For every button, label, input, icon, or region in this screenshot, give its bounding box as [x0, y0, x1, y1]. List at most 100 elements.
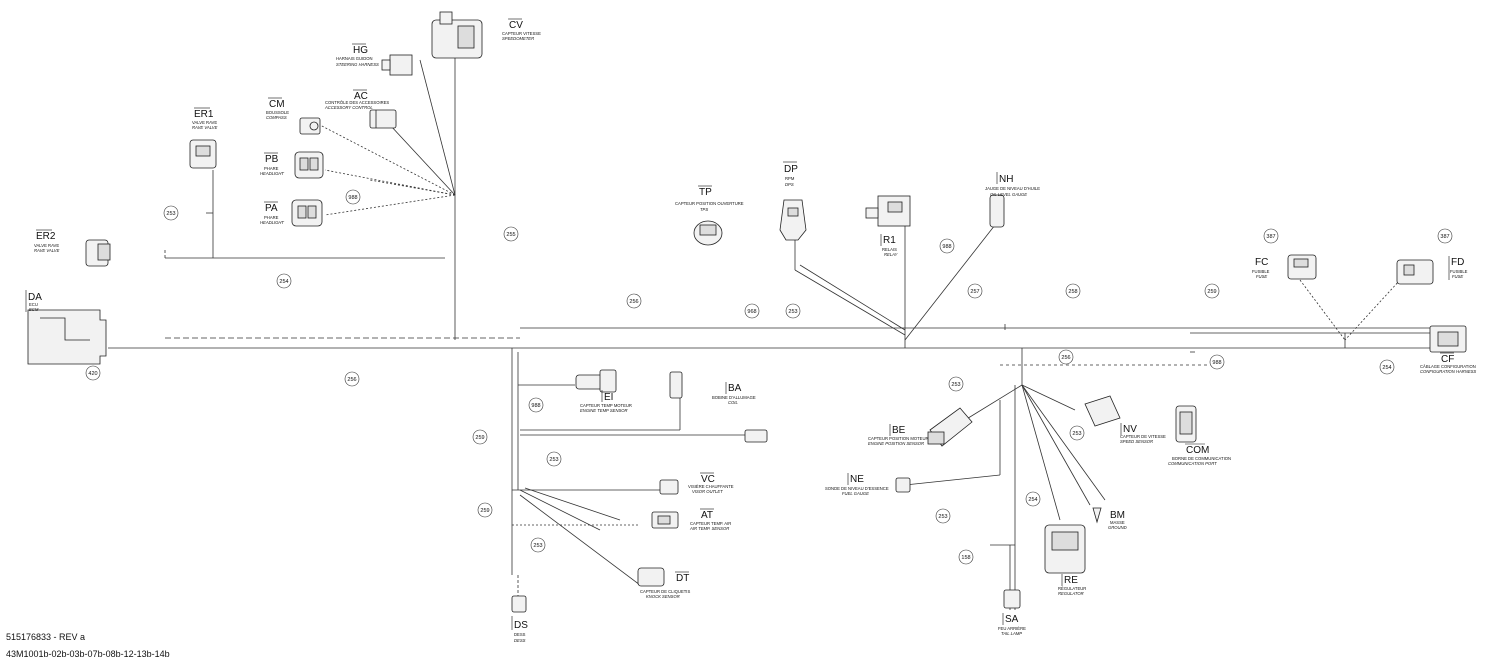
svg-text:387: 387	[1266, 234, 1275, 240]
label-er2: ER2 VALVE RAVE RAVE VALVE	[34, 229, 60, 253]
svg-text:CAPTEUR TEMP. AIR: CAPTEUR TEMP. AIR	[690, 521, 731, 526]
label-fd: FD FUSIBLE FUSE	[1448, 256, 1468, 280]
coil-ba-icon	[669, 371, 683, 399]
svg-text:ENGINE POSITION SENSOR: ENGINE POSITION SENSOR	[868, 441, 924, 446]
svg-text:BORNE DE COMMUNICATION: BORNE DE COMMUNICATION	[1172, 456, 1231, 461]
doc-number: 515176833 - REV a	[6, 632, 85, 642]
label-ba: BA BOBINE D'ALLUMAGE COIL	[712, 382, 756, 405]
svg-text:STEERING HARNESS: STEERING HARNESS	[336, 62, 379, 67]
fuse-fc-icon	[1287, 254, 1317, 280]
bubble-259: 259	[1204, 283, 1220, 299]
svg-text:253: 253	[533, 543, 542, 549]
harness-wires	[108, 55, 1430, 610]
svg-text:HARNAIS GUIDON: HARNAIS GUIDON	[336, 56, 373, 61]
label-hg: HG HARNAIS GUIDON STEERING HARNESS	[336, 43, 379, 67]
svg-text:R1: R1	[883, 235, 896, 246]
label-be: BE CAPTEUR POSITION MOTEUR ENGINE POSITI…	[868, 424, 929, 446]
oil-level-nh-icon	[989, 194, 1005, 228]
label-ei: EI CAPTEUR TEMP MOTEUR ENGINE TEMP SENSO…	[580, 390, 632, 413]
bubble-255: 255	[503, 226, 519, 242]
svg-text:TAIL LAMP: TAIL LAMP	[1001, 631, 1022, 636]
svg-text:254: 254	[1382, 365, 1391, 371]
svg-text:COMMUNICATION PORT: COMMUNICATION PORT	[1168, 461, 1217, 466]
headlight-pb-icon	[294, 151, 324, 179]
bubble-253b: 253	[785, 303, 801, 319]
svg-text:COM: COM	[1186, 445, 1209, 456]
engine-position-be-icon	[927, 407, 973, 447]
svg-text:CM: CM	[269, 99, 285, 110]
dess-ds-icon	[511, 595, 527, 613]
air-temp-at-icon	[651, 511, 679, 529]
bubble-254: 254	[276, 273, 292, 289]
svg-text:ECM: ECM	[29, 307, 39, 312]
bubble-253e: 253	[948, 376, 964, 392]
svg-text:RELAY: RELAY	[884, 252, 899, 257]
svg-text:158: 158	[961, 555, 970, 561]
rave-valve-er2-icon	[85, 239, 111, 267]
regulator-re-icon	[1044, 524, 1086, 574]
bubble-257: 257	[967, 283, 983, 299]
accessory-control-ac-icon	[369, 109, 397, 129]
bubble-968c: 988	[1209, 354, 1225, 370]
svg-text:968: 968	[747, 309, 756, 315]
bubble-254c: 254	[1025, 491, 1041, 507]
speed-sensor-nv-icon	[1084, 395, 1121, 427]
svg-text:988: 988	[942, 244, 951, 250]
label-da: DA ECU ECM	[25, 290, 42, 312]
svg-text:256: 256	[347, 377, 356, 383]
svg-text:988: 988	[1212, 360, 1221, 366]
svg-text:DP: DP	[784, 164, 798, 175]
label-vc: VC VISIÈRE CHAUFFANTE VISOR OUTLET	[688, 472, 734, 494]
svg-text:CAPTEUR TEMP MOTEUR: CAPTEUR TEMP MOTEUR	[580, 403, 632, 408]
label-pa: PA PHARE HEADLIGHT	[260, 201, 284, 225]
connector-labels: CV CAPTEUR VITESSE SPEEDOMETER HG HARNAI…	[25, 18, 1476, 643]
label-cv: CV CAPTEUR VITESSE SPEEDOMETER	[502, 18, 541, 41]
label-ac: AC CONTRÔLE DES ACCESSOIRES ACCESSORY CO…	[324, 89, 389, 110]
svg-text:AIR TEMP. SENSOR: AIR TEMP. SENSOR	[689, 526, 729, 531]
svg-text:EI: EI	[604, 392, 613, 403]
bubble-256b: 256	[344, 371, 360, 387]
svg-text:CONFIGURATION HARNESS: CONFIGURATION HARNESS	[1420, 369, 1476, 374]
footer: 515176833 - REV a 43M1001b-02b-03b-07b-0…	[6, 632, 170, 659]
bubble-387: 387	[1263, 228, 1279, 244]
visor-outlet-vc-icon	[659, 479, 679, 495]
svg-text:BM: BM	[1110, 510, 1125, 521]
svg-text:AC: AC	[354, 91, 368, 102]
label-pb: PB PHARE HEADLIGHT	[260, 152, 284, 176]
bubble-387b: 387	[1437, 228, 1453, 244]
svg-text:PHARE: PHARE	[264, 215, 279, 220]
svg-text:253: 253	[1072, 431, 1081, 437]
svg-text:253: 253	[788, 309, 797, 315]
svg-text:DESS: DESS	[514, 632, 526, 637]
svg-text:FD: FD	[1451, 257, 1464, 268]
relay-r1-icon	[865, 195, 911, 227]
svg-text:VALVE RAVE: VALVE RAVE	[34, 243, 59, 248]
label-cm: CM BOUSSOLE COMPASS	[266, 97, 289, 120]
svg-text:253: 253	[951, 382, 960, 388]
svg-text:DESS: DESS	[514, 638, 526, 643]
configuration-harness-cf-icon	[1429, 325, 1467, 353]
svg-text:HEADLIGHT: HEADLIGHT	[260, 171, 284, 176]
svg-text:PB: PB	[265, 154, 279, 165]
svg-text:RELAIS: RELAIS	[882, 247, 897, 252]
svg-text:FUEL GAUGE: FUEL GAUGE	[842, 491, 869, 496]
svg-text:VISOR OUTLET: VISOR OUTLET	[692, 489, 723, 494]
svg-text:BE: BE	[892, 425, 906, 436]
svg-text:SPEEDOMETER: SPEEDOMETER	[502, 36, 534, 41]
svg-text:RAVE VALVE: RAVE VALVE	[192, 125, 218, 130]
bubble-259b: 259	[472, 429, 488, 445]
svg-text:ECU: ECU	[29, 302, 38, 307]
reference-bubbles: 253 254 255 988 256 968 253 988 257 258 …	[85, 189, 1453, 565]
svg-text:DPS: DPS	[785, 182, 794, 187]
svg-text:254: 254	[279, 279, 288, 285]
svg-text:GROUND: GROUND	[1108, 525, 1127, 530]
svg-text:CAPTEUR POSITION MOTEUR: CAPTEUR POSITION MOTEUR	[868, 436, 929, 441]
bubble-420: 420	[85, 365, 101, 381]
svg-text:COMPASS: COMPASS	[266, 115, 287, 120]
label-dt: DT CAPTEUR DE CLIQUETIS KNOCK SENSOR	[640, 571, 690, 599]
label-ds: DS DESS DESS	[511, 616, 528, 643]
bubble-259c: 259	[477, 502, 493, 518]
svg-text:ACCESSORY CONTROL: ACCESSORY CONTROL	[324, 105, 373, 110]
bubble-968: 988	[345, 189, 361, 205]
